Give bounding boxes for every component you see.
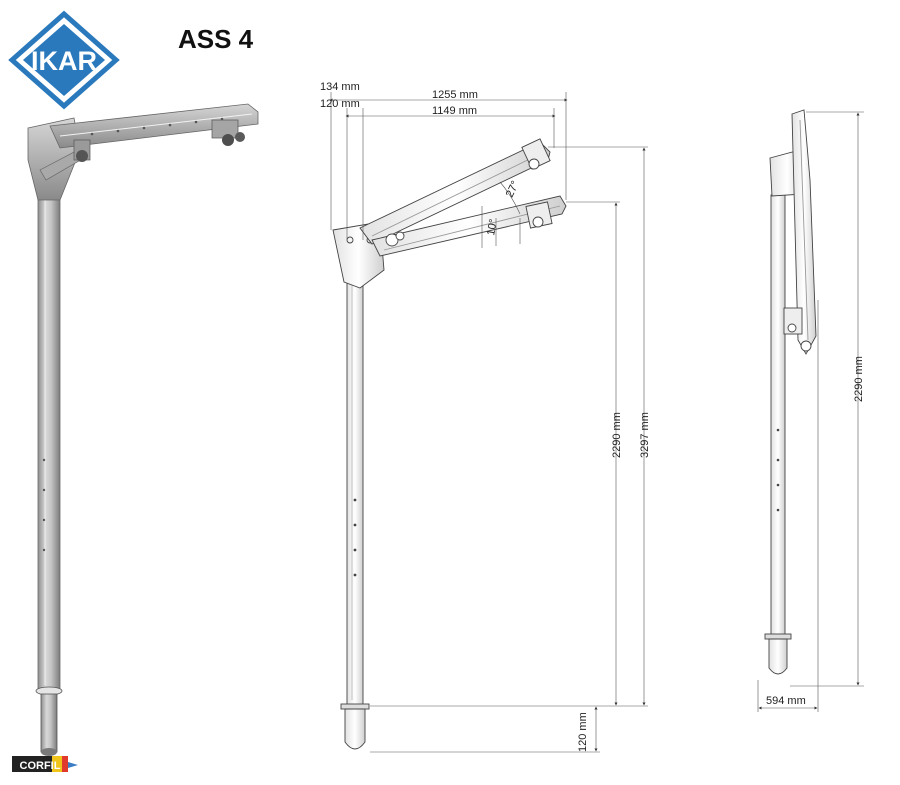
corfil-text: CORFIL: [20, 760, 61, 772]
dimension-lines: [329, 92, 648, 753]
dim-folded-height: 2290 mm: [853, 356, 865, 402]
pulley-icon: [211, 119, 245, 146]
dim-top-inner: 120 mm: [320, 98, 360, 110]
dim-height-lower: 2290 mm: [611, 412, 623, 458]
crane-render: [27, 103, 259, 756]
crane-front-drawing: [332, 138, 567, 750]
dim-arm-short: 1149 mm: [432, 105, 477, 117]
dim-folded-width: 594 mm: [766, 695, 806, 707]
dim-top-outer: 134 mm: [320, 81, 360, 93]
pulley-icon: [73, 139, 91, 162]
ikar-logo: IKAR: [8, 10, 120, 110]
dim-arm-long: 1255 mm: [432, 89, 478, 101]
page-title: ASS 4: [178, 24, 254, 54]
crane-folded-drawing: [764, 109, 817, 675]
logo-text: IKAR: [31, 46, 97, 76]
dimension-labels: 134 mm 120 mm 1255 mm 1149 mm 27° 10° 22…: [320, 81, 651, 752]
dim-angle-lower: 10°: [485, 218, 500, 236]
dim-angle-upper: 27°: [504, 179, 522, 199]
dim-height-upper: 3297 mm: [639, 412, 651, 458]
folded-dimension-lines: [757, 111, 864, 712]
dim-base-socket: 120 mm: [577, 712, 589, 752]
corfil-logo: CORFIL: [12, 756, 78, 772]
